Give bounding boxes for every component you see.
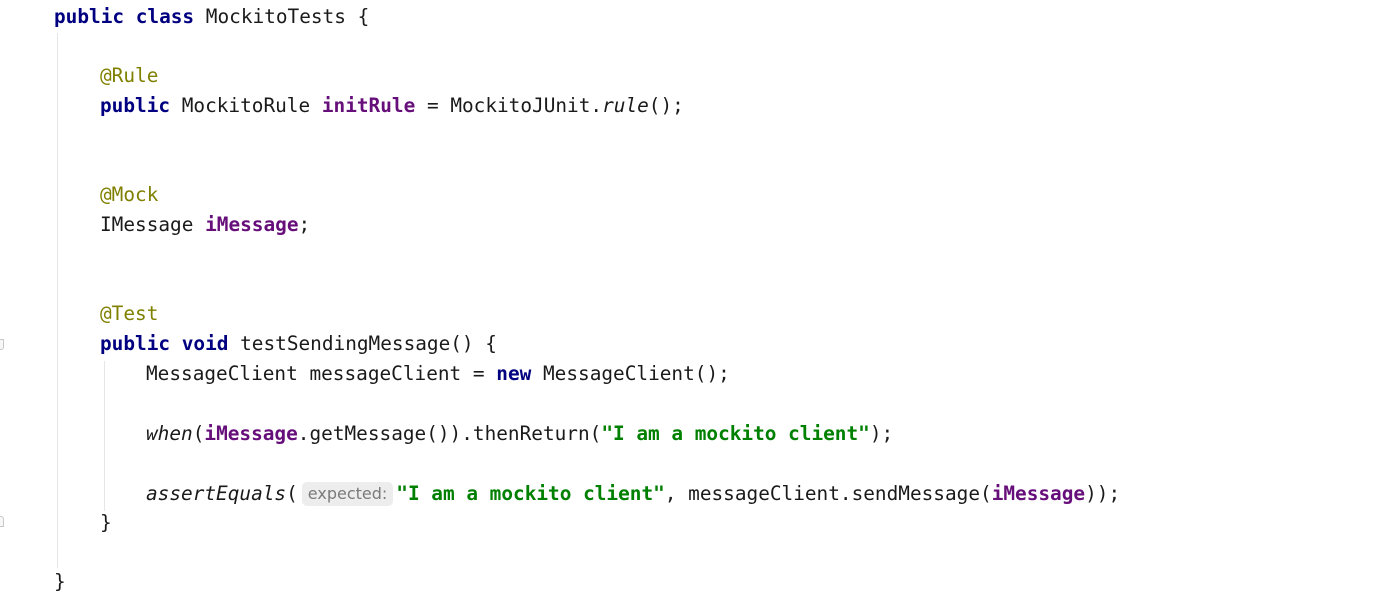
static-method: rule — [602, 94, 649, 117]
annotation-mock: @Mock — [100, 183, 159, 206]
field-reference: iMessage — [991, 482, 1086, 505]
type-name: MockitoRule — [181, 94, 311, 117]
type-name: IMessage — [100, 213, 194, 236]
code-line-method-declaration[interactable]: public void testSendingMessage() { — [100, 329, 497, 359]
indent-guide-method — [104, 361, 105, 511]
static-method: assertEquals — [146, 482, 287, 505]
annotation-rule: @Rule — [100, 64, 159, 87]
code-line-client-declaration[interactable]: MessageClient messageClient = new Messag… — [146, 359, 730, 389]
annotation-test: @Test — [100, 302, 159, 325]
method-arguments: , messageClient.sendMessage( — [664, 482, 992, 505]
code-line-class-close[interactable]: } — [54, 567, 66, 597]
field-name: iMessage — [205, 213, 299, 236]
constructor-call: MessageClient(); — [543, 362, 730, 385]
open-brace: { — [357, 5, 370, 28]
code-line-method-close[interactable]: } — [100, 508, 112, 538]
code-line-assert[interactable]: assertEquals(expected:"I am a mockito cl… — [146, 479, 1120, 509]
statement-tail: ); — [869, 422, 894, 445]
static-method: when — [146, 422, 193, 445]
method-signature: testSendingMessage() { — [240, 332, 497, 355]
open-paren: ( — [286, 482, 298, 505]
statement-tail: (); — [648, 94, 684, 117]
field-reference: iMessage — [204, 422, 298, 445]
indent-guide-class — [57, 33, 58, 568]
fold-collapse-icon[interactable] — [0, 339, 4, 350]
fold-end-icon[interactable] — [0, 516, 4, 527]
close-brace: } — [54, 570, 66, 593]
code-line-when-stub[interactable]: when(iMessage.getMessage()).thenReturn("… — [146, 419, 893, 449]
code-line-class-declaration[interactable]: public class MockitoTests { — [54, 2, 369, 32]
keyword-void: void — [181, 332, 229, 355]
open-paren: ( — [192, 422, 205, 445]
parameter-hint: expected: — [301, 482, 394, 506]
close-brace: } — [100, 511, 112, 534]
field-name: initRule — [321, 94, 416, 117]
method-chain: .getMessage()).thenReturn( — [297, 422, 602, 445]
keyword-public: public — [100, 94, 171, 117]
statement-tail: )); — [1085, 482, 1121, 505]
class-name: MockitoTests — [205, 5, 346, 28]
call-target: MockitoJUnit. — [450, 94, 603, 117]
variable-name: messageClient — [309, 362, 462, 385]
code-line-mock-field[interactable]: IMessage iMessage; — [100, 210, 310, 240]
assign-operator: = — [426, 94, 439, 117]
code-line-rule-field[interactable]: public MockitoRule initRule = MockitoJUn… — [100, 91, 684, 121]
keyword-public: public — [100, 332, 171, 355]
keyword-class: class — [135, 5, 195, 28]
assign-operator: = — [472, 362, 485, 385]
type-name: MessageClient — [146, 362, 298, 385]
statement-tail: ; — [298, 213, 311, 236]
code-line-mock-annotation[interactable]: @Mock — [100, 180, 158, 210]
keyword-new: new — [496, 362, 532, 385]
string-literal: "I am a mockito client" — [601, 422, 870, 445]
string-literal: "I am a mockito client" — [396, 482, 665, 505]
code-line-rule-annotation[interactable]: @Rule — [100, 61, 158, 91]
keyword-public: public — [54, 5, 125, 28]
code-line-test-annotation[interactable]: @Test — [100, 299, 158, 329]
editor-gutter — [0, 0, 8, 600]
